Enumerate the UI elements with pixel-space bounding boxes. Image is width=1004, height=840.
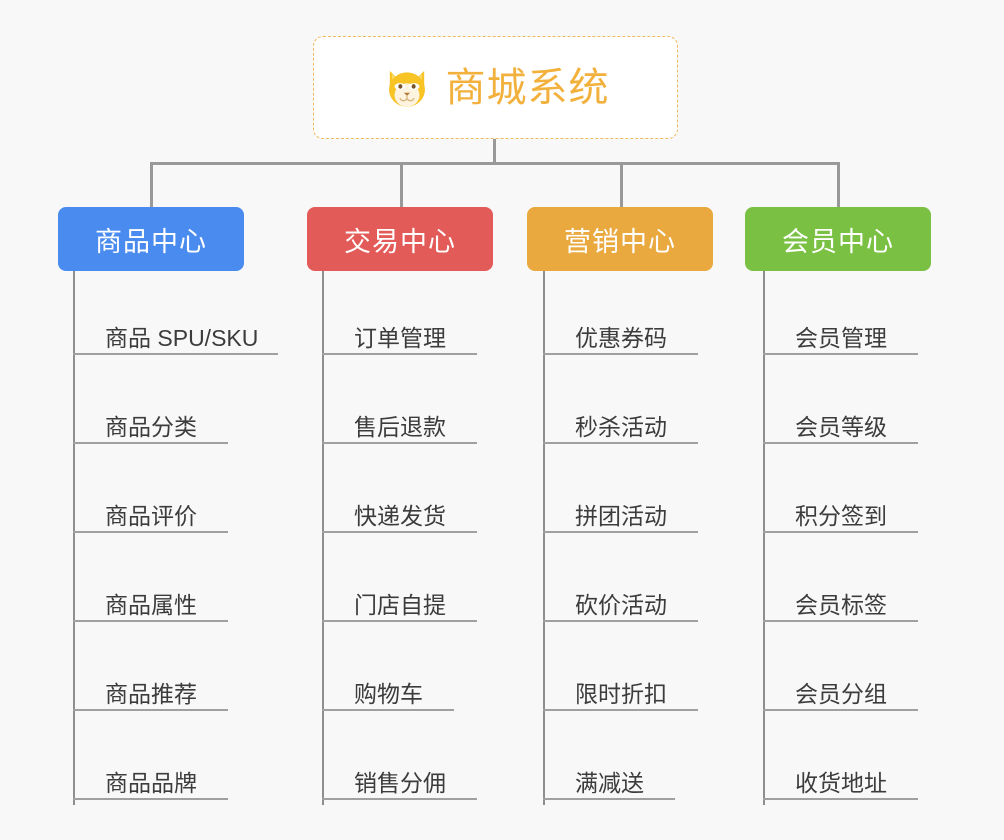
leaf-label: 购物车 [354, 680, 423, 707]
leaf-item-member-management[interactable]: 会员管理 [763, 309, 918, 355]
leaf-label: 会员管理 [795, 324, 887, 351]
leaf-label: 商品推荐 [105, 680, 197, 707]
trunk-line-4 [763, 271, 765, 805]
leaf-item-order-management[interactable]: 订单管理 [322, 309, 477, 355]
leaf-item-group-buy[interactable]: 拼团活动 [543, 487, 698, 533]
leaf-item-product-review[interactable]: 商品评价 [73, 487, 228, 533]
leaf-label: 收货地址 [795, 769, 887, 796]
leaf-label: 优惠券码 [575, 324, 667, 351]
leaf-item-product-category[interactable]: 商品分类 [73, 398, 228, 444]
leaf-item-limited-time-discount[interactable]: 限时折扣 [543, 665, 698, 711]
root-node-content: 商城系统 [382, 63, 610, 113]
leaf-label: 满减送 [575, 769, 644, 796]
drop-line-2 [400, 162, 403, 208]
leaf-item-member-group[interactable]: 会员分组 [763, 665, 918, 711]
leaf-item-product-recommend[interactable]: 商品推荐 [73, 665, 228, 711]
leaf-item-bargain[interactable]: 砍价活动 [543, 576, 698, 622]
trunk-line-1 [73, 271, 75, 805]
leaf-label: 销售分佣 [354, 769, 446, 796]
leaf-label: 商品评价 [105, 502, 197, 529]
leaf-item-flash-sale[interactable]: 秒杀活动 [543, 398, 698, 444]
drop-line-3 [620, 162, 623, 208]
leaf-label: 拼团活动 [575, 502, 667, 529]
leaf-item-express-shipping[interactable]: 快递发货 [322, 487, 477, 533]
leaf-item-full-reduction-gift[interactable]: 满减送 [543, 754, 675, 800]
leaf-label: 会员标签 [795, 591, 887, 618]
leaf-label: 砍价活动 [575, 591, 667, 618]
category-label: 交易中心 [344, 226, 456, 257]
leaf-label: 订单管理 [354, 324, 446, 351]
leaf-label: 门店自提 [354, 591, 446, 618]
category-label: 营销中心 [564, 226, 676, 257]
shiba-dog-icon [388, 70, 425, 108]
category-label: 会员中心 [782, 226, 894, 257]
category-box-marketing-center[interactable]: 营销中心 [527, 207, 713, 271]
leaf-item-points-checkin[interactable]: 积分签到 [763, 487, 918, 533]
leaf-item-store-pickup[interactable]: 门店自提 [322, 576, 477, 622]
drop-line-1 [150, 162, 153, 208]
root-title: 商城系统 [445, 65, 610, 110]
leaf-item-after-sales-refund[interactable]: 售后退款 [322, 398, 477, 444]
leaf-label: 售后退款 [354, 413, 446, 440]
trunk-line-3 [543, 271, 545, 805]
root-stem-line [493, 139, 496, 163]
category-label: 商品中心 [95, 226, 207, 257]
category-box-product-center[interactable]: 商品中心 [58, 207, 244, 271]
leaf-item-shipping-address[interactable]: 收货地址 [763, 754, 918, 800]
drop-line-4 [837, 162, 840, 208]
leaf-label: 积分签到 [795, 502, 887, 529]
leaf-label: 会员分组 [795, 680, 887, 707]
leaf-label: 秒杀活动 [575, 413, 667, 440]
leaf-item-member-level[interactable]: 会员等级 [763, 398, 918, 444]
category-box-member-center[interactable]: 会员中心 [745, 207, 931, 271]
leaf-label: 商品分类 [105, 413, 197, 440]
leaf-item-sales-commission[interactable]: 销售分佣 [322, 754, 477, 800]
leaf-item-product-brand[interactable]: 商品品牌 [73, 754, 228, 800]
leaf-item-product-attribute[interactable]: 商品属性 [73, 576, 228, 622]
trunk-line-2 [322, 271, 324, 805]
leaf-item-product-spu-sku[interactable]: 商品 SPU/SKU [73, 309, 278, 355]
leaf-label: 商品 SPU/SKU [105, 324, 259, 351]
bus-line [150, 162, 840, 165]
leaf-label: 商品属性 [105, 591, 197, 618]
leaf-label: 会员等级 [795, 413, 887, 440]
leaf-label: 商品品牌 [105, 769, 197, 796]
category-box-trade-center[interactable]: 交易中心 [307, 207, 493, 271]
leaf-label: 限时折扣 [575, 680, 667, 707]
leaf-item-member-tag[interactable]: 会员标签 [763, 576, 918, 622]
root-node[interactable]: 商城系统 [313, 36, 678, 139]
leaf-item-shopping-cart[interactable]: 购物车 [322, 665, 454, 711]
leaf-item-coupon-code[interactable]: 优惠券码 [543, 309, 698, 355]
leaf-label: 快递发货 [354, 502, 446, 529]
